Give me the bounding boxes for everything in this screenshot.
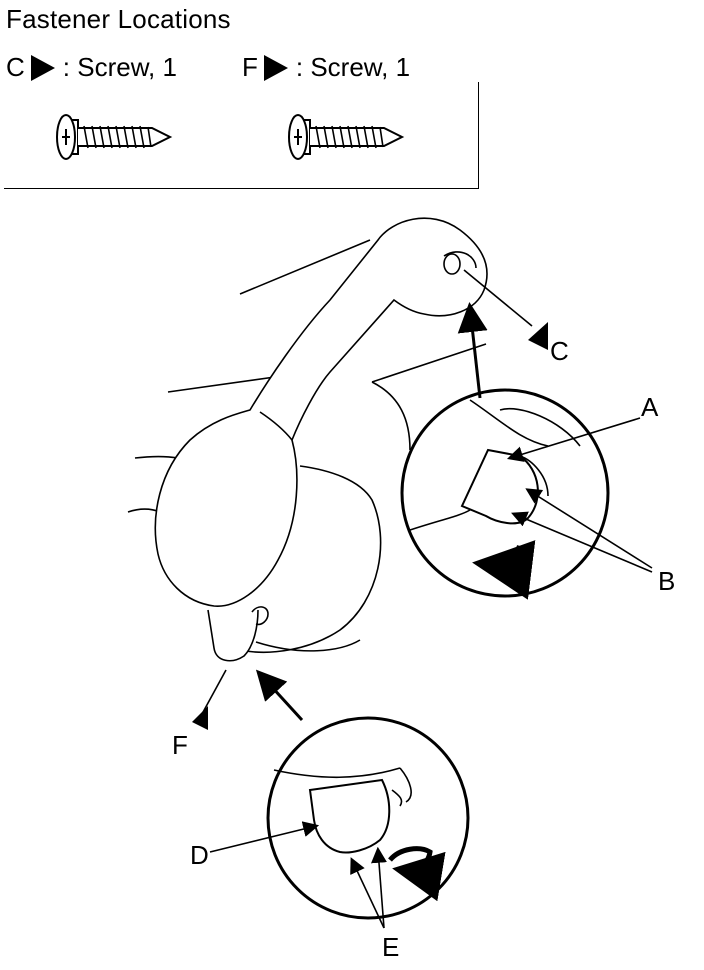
leader-b1: [525, 488, 653, 569]
detail-circle-lower: [266, 716, 470, 920]
grab-handle: [154, 217, 488, 607]
fastener-marker-icon: [263, 54, 288, 81]
legend-desc-f: : Screw, 1: [295, 52, 411, 82]
mount-hole: [443, 253, 461, 275]
screw-icon: [56, 114, 173, 160]
legend-letter-f: F: [242, 52, 258, 82]
roof-line: [239, 239, 371, 295]
legend-desc-c: : Screw, 1: [62, 52, 177, 82]
legend-box: [4, 82, 479, 189]
callout-d: D: [190, 840, 209, 870]
lower-mount-cover: [207, 609, 259, 662]
fastener-marker-icon: [30, 54, 55, 81]
callout-a: A: [641, 392, 659, 422]
mount-cap: [443, 251, 477, 269]
legend-item-c: C : Screw, 1: [6, 52, 177, 83]
pry-arrow-lower: [388, 846, 446, 902]
trim-line: [255, 639, 361, 652]
arrow-to-lower-mount: [255, 669, 304, 722]
roof-line: [134, 455, 179, 459]
roof-line: [371, 343, 487, 383]
cap-detail-a: [460, 448, 539, 525]
roof-line: [167, 375, 283, 393]
callout-b: B: [658, 566, 676, 596]
callout-c: C: [550, 336, 569, 366]
leader-a: [506, 417, 641, 462]
pry-arrow-upper: [472, 540, 536, 600]
arrow-to-upper-mount: [457, 302, 488, 399]
leader-e1: [350, 857, 385, 929]
leader-b2: [511, 511, 653, 573]
fastener-marker-c: [528, 322, 548, 350]
grab-handle-edge: [259, 411, 293, 441]
detail-lower-surface: [273, 767, 412, 807]
leader-c: [463, 269, 533, 327]
leader-d: [209, 821, 320, 853]
cover-detail-d: [308, 778, 391, 854]
fastener-marker-f: [192, 706, 208, 730]
callout-e: E: [382, 932, 400, 962]
legend-letter-c: C: [6, 52, 25, 82]
callout-f: F: [172, 730, 188, 760]
roof-line: [127, 508, 161, 513]
diagram-title: Fastener Locations: [6, 4, 231, 34]
screw-icon: [288, 114, 405, 160]
lower-mount-tab: [251, 606, 269, 626]
legend-item-f: F : Screw, 1: [242, 52, 410, 83]
leader-f: [201, 669, 227, 715]
leader-e2: [371, 846, 387, 929]
